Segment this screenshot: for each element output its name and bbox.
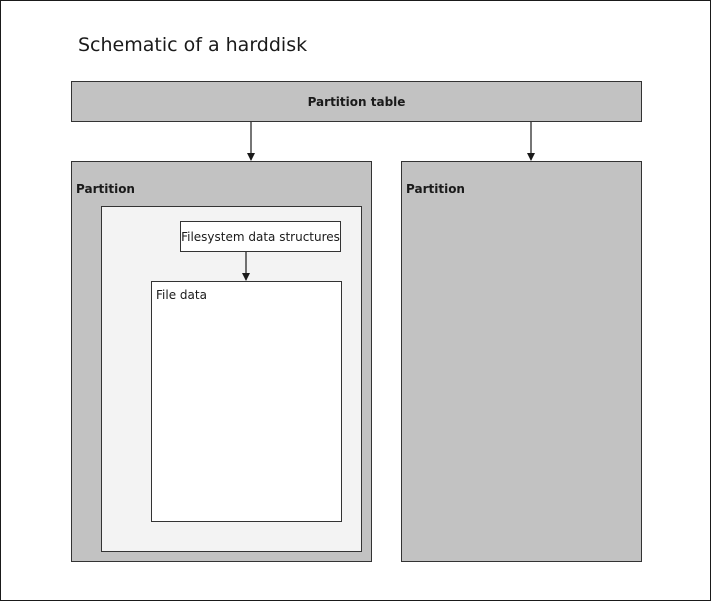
partition-table-label: Partition table [307, 94, 406, 109]
diagram-title: Schematic of a harddisk [78, 34, 308, 56]
filesystem-data-structures-box: Filesystem data structures [180, 221, 341, 252]
filesystem-data-structures-label: Filesystem data structures [181, 229, 340, 244]
partition-table-box: Partition table [71, 81, 642, 122]
file-data-label: File data [156, 288, 207, 302]
partition-label-1: Partition [76, 182, 135, 196]
partition-label-2: Partition [406, 182, 465, 196]
file-data-box [151, 281, 342, 522]
partition-box-2 [401, 161, 642, 562]
